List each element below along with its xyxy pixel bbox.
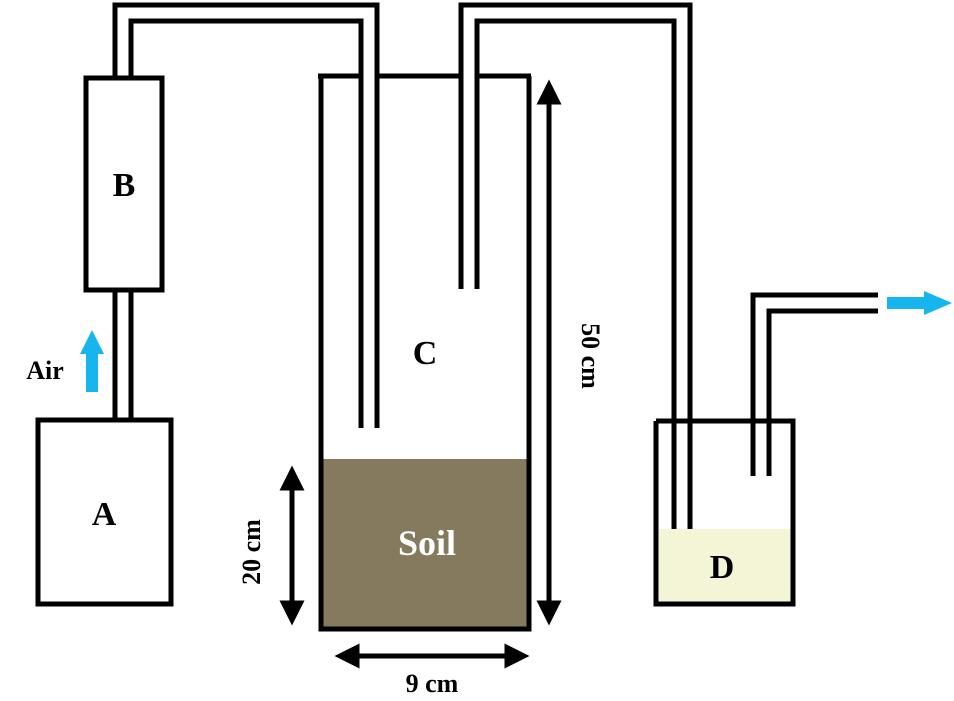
column-c-body — [318, 76, 532, 632]
label-soil: Soil — [398, 523, 456, 563]
tube-c-d-outer-wall — [458, 2, 693, 567]
arrow-right-icon — [887, 291, 952, 315]
label-9cm: 9 cm — [406, 669, 459, 698]
tube-b-c-inner-wall — [128, 18, 364, 428]
trap-d-body — [653, 418, 796, 607]
outlet-tube-outer-wall — [750, 292, 878, 476]
box-b — [83, 75, 165, 293]
soil-layer — [321, 459, 529, 629]
label-b: B — [113, 167, 136, 204]
label-a: A — [92, 496, 117, 533]
tube-b-c-outer-wall — [112, 2, 380, 428]
tube-c-d-inner-wall — [474, 18, 677, 567]
label-air: Air — [26, 356, 64, 385]
label-c: C — [413, 335, 438, 372]
liquid-layer — [659, 529, 791, 602]
outlet-tube-inner-wall — [766, 308, 878, 476]
arrow-up-icon — [80, 330, 104, 392]
box-a — [35, 417, 174, 607]
label-d: D — [710, 549, 735, 586]
label-50cm: 50 cm — [576, 323, 605, 389]
label-20cm: 20 cm — [237, 519, 266, 585]
